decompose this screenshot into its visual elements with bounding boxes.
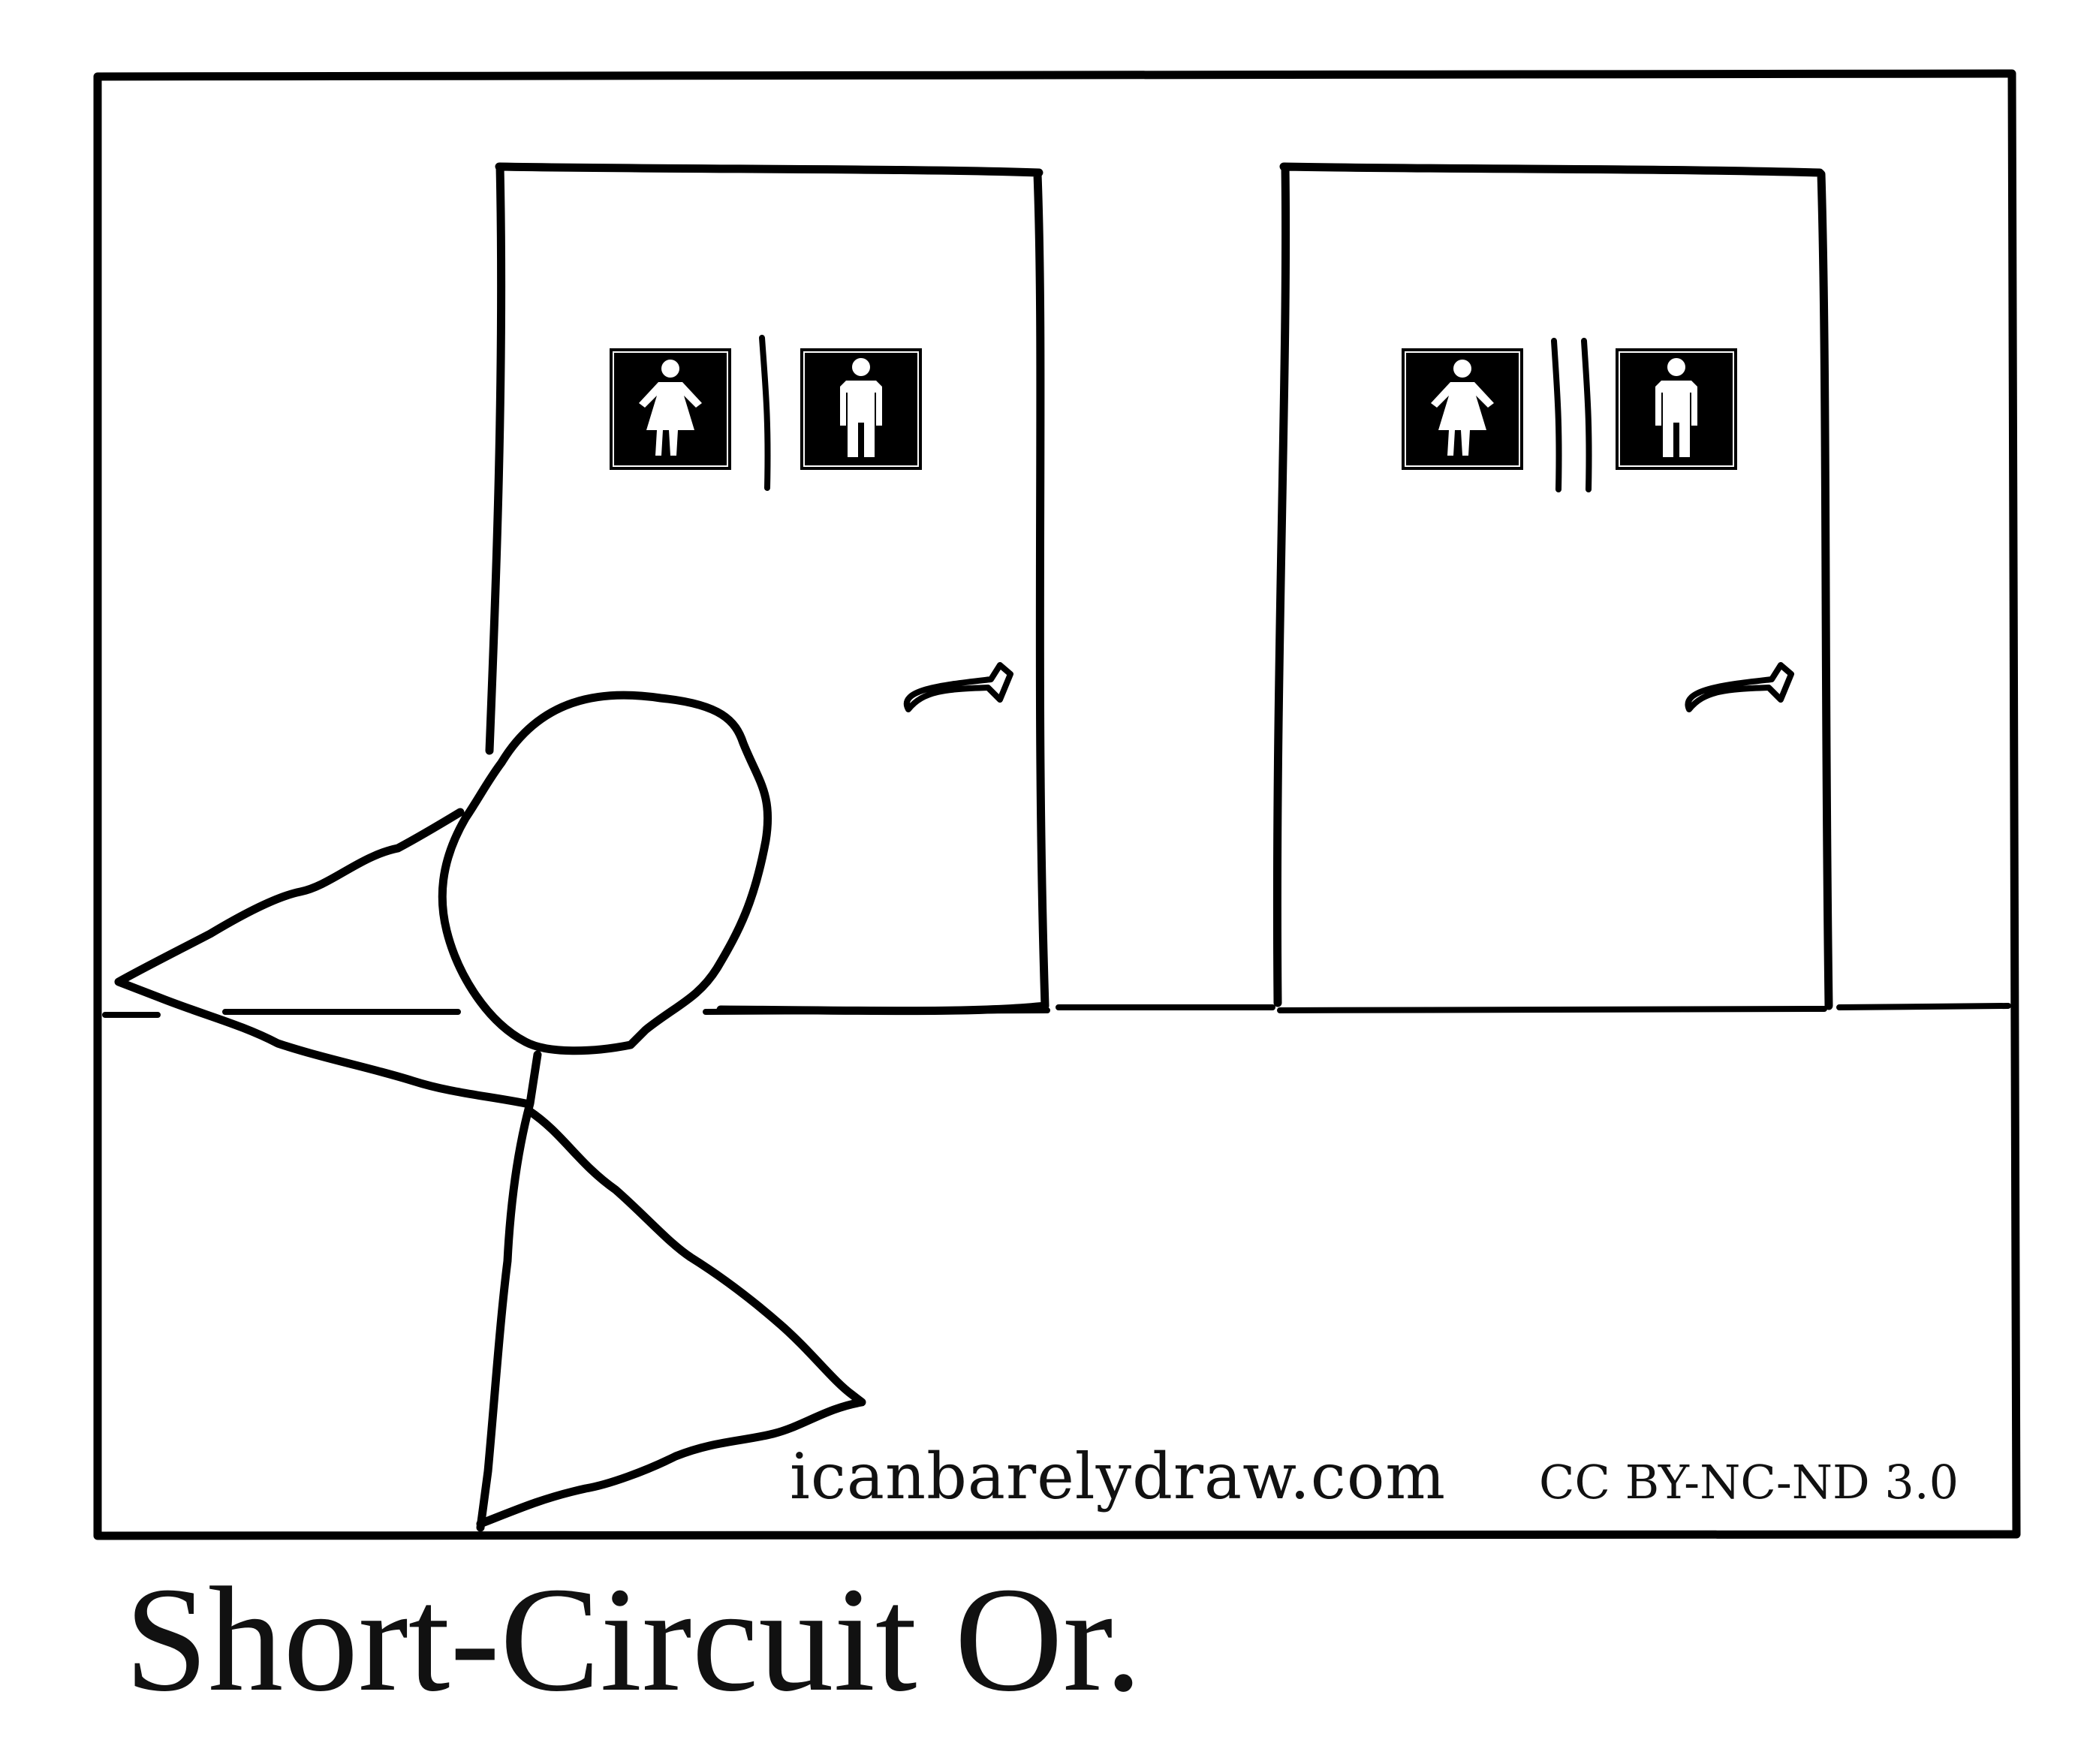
comic-caption: Short-Circuit Or. — [125, 1557, 1143, 1723]
left-door-separator — [759, 335, 771, 491]
right-door — [1272, 162, 1833, 1010]
floor-line — [102, 1003, 2011, 1018]
stick-figure-head — [438, 691, 772, 1055]
left-door-handle — [903, 662, 1013, 712]
stick-figure-leg — [476, 1106, 866, 1528]
left-door-man-sign — [800, 348, 923, 471]
license-credit: CC BY-NC-ND 3.0 — [1539, 1455, 1959, 1510]
site-credit: icanbarelydraw.com — [790, 1440, 1447, 1513]
right-door-handle — [1685, 662, 1794, 712]
left-door — [485, 162, 1050, 1016]
right-door-man-sign — [1615, 348, 1738, 471]
right-door-woman-sign — [1402, 348, 1523, 470]
panel-frame — [93, 69, 2021, 1540]
stick-figure-arm-upper — [114, 808, 530, 1108]
stick-figure-body — [476, 1050, 542, 1532]
right-door-separator — [1551, 338, 1592, 492]
left-door-woman-sign — [610, 348, 731, 470]
